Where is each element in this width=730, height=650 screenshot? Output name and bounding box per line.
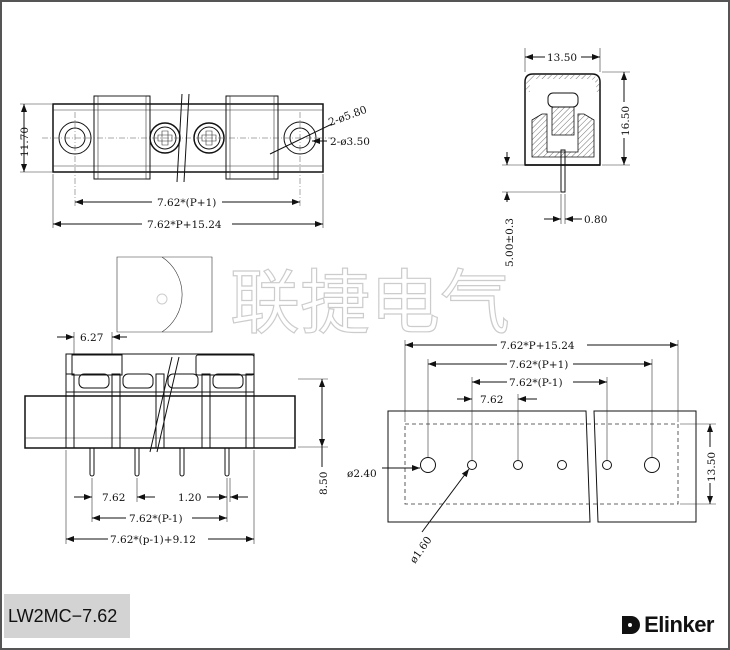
watermark: 联捷电气 (116, 256, 511, 345)
dim-pitch-pcb: 7.62 (480, 394, 503, 406)
dim-pitch: 7.62 (102, 492, 125, 504)
brand-logo: Elinker (621, 612, 714, 638)
dim-total-pcb: 7.62*P+15.24 (500, 340, 575, 352)
dim-pin-span: 7.62*(P-1) (509, 377, 563, 389)
dim-width: 13.50 (547, 52, 577, 64)
dim-total: 7.62*P+15.24 (147, 219, 222, 231)
front-view: 6.27 8.50 7.62 1.20 7.62*(P-1) 7.62*(p-1… (24, 332, 330, 546)
dim-height-pcb: 13.50 (706, 452, 718, 482)
pcb-layout: 7.62*P+15.24 7.62*(P+1) 7.62*(P-1) 7.62 … (347, 338, 718, 566)
elinker-logo-icon (622, 616, 641, 634)
dim-pin-hole: ø1.60 (408, 535, 435, 566)
model-label: LW2MC−7.62 (4, 594, 130, 638)
dim-pitch-span-front: 7.62*(P-1) (129, 513, 183, 525)
dim-pitch-span: 7.62*(P+1) (157, 197, 216, 209)
dim-mount-span: 7.62*(P+1) (509, 359, 568, 371)
dim-pin-dia: 1.20 (178, 492, 201, 504)
dim-hole-outer: 2-ø5.80 (327, 104, 369, 129)
brand-name: Elinker (644, 612, 714, 637)
dim-top: 6.27 (80, 332, 103, 344)
dim-pin-length-front: 8.50 (318, 472, 330, 495)
dim-mount-hole: ø2.40 (347, 468, 377, 480)
dim-height: 11.70 (19, 127, 31, 157)
dim-total-front: 7.62*(p-1)+9.12 (110, 534, 196, 546)
side-view: 13.50 16.50 5.00±0.3 0.80 (502, 48, 632, 267)
dim-pin-length: 5.00±0.3 (504, 218, 516, 267)
watermark-text: 联捷电气 (230, 262, 510, 344)
dim-hole-inner: 2-ø3.50 (330, 136, 370, 148)
dim-height-side: 16.50 (620, 106, 632, 136)
top-view: 11.70 7.62*(P+1) 7.62*P+15.24 2-ø5.80 2-… (19, 93, 370, 231)
dim-pin-width: 0.80 (584, 214, 607, 226)
